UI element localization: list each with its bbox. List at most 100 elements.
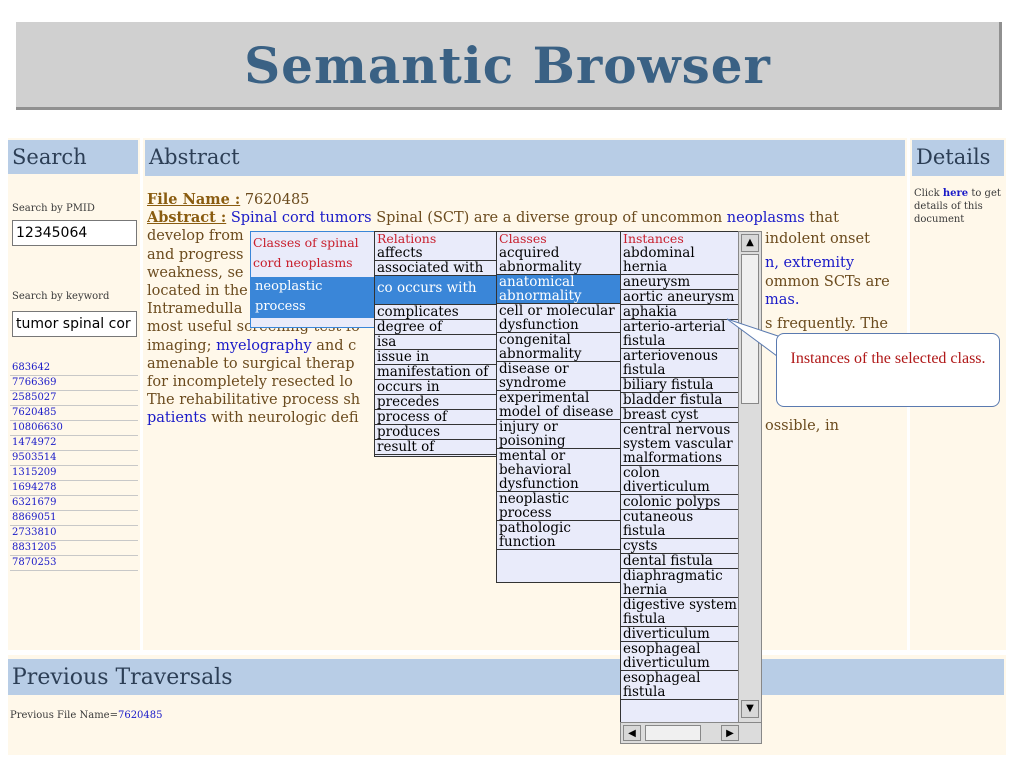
abstract-line: patients with neurologic defi <box>147 409 903 427</box>
pmid-link[interactable]: 683642 <box>10 361 138 376</box>
file-name-label: File Name : <box>147 191 241 208</box>
instance-item[interactable]: aphakia <box>621 305 738 320</box>
abstract-body: File Name : 7620485 Abstract : Spinal co… <box>147 191 903 427</box>
search-header: Search <box>8 140 138 174</box>
pmid-input[interactable]: 12345064 <box>12 220 137 246</box>
class-item[interactable]: anatomical abnormality <box>497 275 621 304</box>
instance-item[interactable]: aneurysm <box>621 275 738 290</box>
relation-item[interactable]: associated with <box>375 261 497 276</box>
relation-item[interactable]: process of <box>375 410 497 425</box>
pmid-link[interactable]: 10806630 <box>10 421 138 436</box>
instance-item[interactable]: cysts <box>621 539 738 554</box>
pmid-link[interactable]: 7870253 <box>10 556 138 571</box>
classes-of-neoplasms-column: Classes of spinal cord neoplasms neoplas… <box>250 231 376 328</box>
term-link[interactable]: patients <box>147 410 207 427</box>
abstract-text: Spinal (SCT) are a diverse group of unco… <box>371 210 727 227</box>
instance-item[interactable]: esophageal fistula <box>621 671 738 700</box>
pmid-link[interactable]: 8831205 <box>10 541 138 556</box>
abstract-text: Intramedulla <box>147 301 243 318</box>
class-item[interactable]: congenital abnormality <box>497 333 621 362</box>
pmid-link[interactable]: 1694278 <box>10 481 138 496</box>
relation-item[interactable]: result of <box>375 440 497 455</box>
relation-item[interactable]: produces <box>375 425 497 440</box>
term-link[interactable]: mas. <box>765 292 800 308</box>
instance-item[interactable]: esophageal diverticulum <box>621 642 738 671</box>
instance-item[interactable]: colonic polyps <box>621 495 738 510</box>
term-link[interactable]: neoplasms <box>726 210 805 227</box>
class-item[interactable]: disease or syndrome <box>497 362 621 391</box>
abstract-text: and c <box>311 337 357 354</box>
instance-item[interactable]: digestive system fistula <box>621 598 738 627</box>
previous-file-link[interactable]: 7620485 <box>117 710 163 721</box>
instance-item[interactable]: arteriovenous fistula <box>621 349 738 378</box>
class-item[interactable]: injury or poisoning <box>497 420 621 449</box>
abstract-line-1: Abstract : Spinal cord tumors Spinal (SC… <box>147 209 903 227</box>
details-link[interactable]: here <box>942 188 969 199</box>
instance-item[interactable]: diverticulum <box>621 627 738 642</box>
selected-class[interactable]: neoplastic process <box>251 277 375 318</box>
abstract-line: develop from <box>147 227 903 245</box>
scroll-right-icon[interactable]: ▶ <box>721 725 739 741</box>
column-header: Classes of spinal cord neoplasms <box>253 235 359 270</box>
class-item[interactable]: experimental model of disease <box>497 391 621 420</box>
pmid-link[interactable]: 8869051 <box>10 511 138 526</box>
relation-item[interactable]: manifestation of <box>375 365 497 380</box>
abstract-text: and progress <box>147 246 244 263</box>
term-link[interactable]: myelography <box>216 337 312 354</box>
details-text: Click here to get details of this docume… <box>914 188 1001 225</box>
keyword-input[interactable]: tumor spinal cor <box>12 311 137 337</box>
pmid-link[interactable]: 6321679 <box>10 496 138 511</box>
instance-item[interactable]: bladder fistula <box>621 393 738 408</box>
column-header: Relations <box>377 231 437 246</box>
class-item[interactable]: pathologic function <box>497 521 621 550</box>
instance-item[interactable]: cutaneous fistula <box>621 510 738 539</box>
relation-item[interactable]: co occurs with <box>375 276 497 305</box>
abstract-text: The rehabilitative process sh <box>147 392 361 409</box>
abstract-text: amenable to surgical therap <box>147 355 355 372</box>
pmid-link[interactable]: 7620485 <box>10 406 138 421</box>
scroll-left-icon[interactable]: ◀ <box>623 725 641 741</box>
scroll-thumb-h[interactable] <box>645 725 701 741</box>
scroll-up-icon[interactable]: ▲ <box>741 234 759 252</box>
abstract-text: ommon SCTs are <box>765 274 890 290</box>
pmid-link[interactable]: 1474972 <box>10 436 138 451</box>
instance-item[interactable]: arterio-arterial fistula <box>621 320 738 349</box>
column-header: Instances <box>623 231 684 246</box>
instance-item[interactable]: aortic aneurysm <box>621 290 738 305</box>
instance-item[interactable]: colon diverticulum <box>621 466 738 495</box>
relation-item[interactable]: complicates <box>375 305 497 320</box>
pmid-link[interactable]: 1315209 <box>10 466 138 481</box>
pmid-link[interactable]: 9503514 <box>10 451 138 466</box>
vertical-scrollbar[interactable]: ▲ ▼ <box>738 231 762 723</box>
relation-item[interactable]: isa <box>375 335 497 350</box>
instance-item[interactable]: abdominal hernia <box>621 246 738 275</box>
instance-item[interactable]: dental fistula <box>621 554 738 569</box>
relation-item[interactable]: degree of <box>375 320 497 335</box>
class-item[interactable]: neoplastic process <box>497 492 621 521</box>
scroll-down-icon[interactable]: ▼ <box>741 700 759 718</box>
class-item[interactable]: mental or behavioral dysfunction <box>497 449 621 492</box>
relation-item[interactable]: occurs in <box>375 380 497 395</box>
relation-item[interactable]: issue in <box>375 350 497 365</box>
instance-item[interactable]: breast cyst <box>621 408 738 423</box>
class-item[interactable]: cell or molecular dysfunction <box>497 304 621 333</box>
term-link[interactable]: n, extremity <box>765 255 855 271</box>
instance-item[interactable]: biliary fistula <box>621 378 738 393</box>
abstract-line: The rehabilitative process sh <box>147 391 903 409</box>
term-link[interactable]: Spinal cord tumors <box>230 210 372 227</box>
file-line: File Name : 7620485 <box>147 191 903 209</box>
pmid-link[interactable]: 2733810 <box>10 526 138 541</box>
previous-line: Previous File Name=7620485 <box>10 710 163 721</box>
horizontal-scrollbar[interactable]: ◀ ▶ <box>620 722 762 744</box>
class-item[interactable]: acquired abnormality <box>497 246 621 275</box>
instance-item[interactable]: diaphragmatic hernia <box>621 569 738 598</box>
previous-header: Previous Traversals <box>8 659 1004 695</box>
pmid-link[interactable]: 2585027 <box>10 391 138 406</box>
relation-item[interactable]: affects <box>375 246 497 261</box>
relation-item[interactable]: precedes <box>375 395 497 410</box>
column-header: Classes <box>499 231 547 246</box>
instance-item[interactable]: central nervous system vascular malforma… <box>621 423 738 466</box>
pmid-link[interactable]: 7766369 <box>10 376 138 391</box>
abstract-text: located in the <box>147 282 248 299</box>
